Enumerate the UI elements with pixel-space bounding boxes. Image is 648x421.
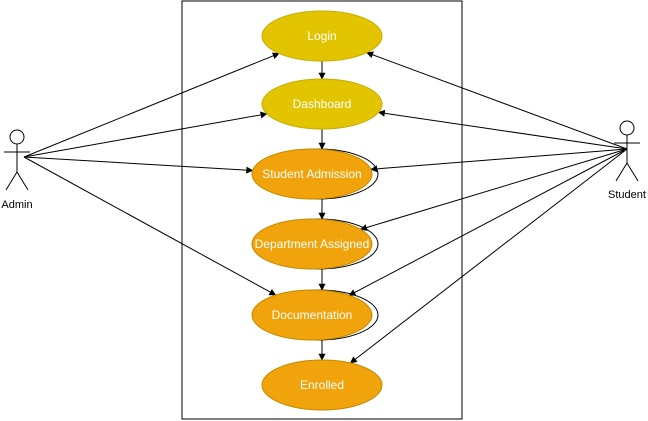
actor-student-head [619,120,635,136]
use-case-label: Login [307,29,336,43]
use-case-label: Dashboard [293,97,352,111]
association-admin-dashboard [23,111,268,158]
use-case-label: Department Assigned [255,237,370,251]
use-case-ellipse [261,359,383,411]
association-student-dashboard [377,109,628,150]
actor-admin[interactable]: Admin [1,129,33,211]
association-student-student-admission [370,148,628,173]
use-case-label: Enrolled [300,378,344,392]
association-student-documentation [348,148,628,296]
actor-admin-label: Admin [1,199,32,211]
use-case-login[interactable]: Login [261,10,383,62]
use-case-ellipse [251,218,373,270]
actor-admin-left-leg [5,171,18,191]
edges-layer [23,51,628,364]
association-admin-documentation [23,156,277,296]
actor-student[interactable]: Student [608,120,646,201]
use-case-department-assigned[interactable]: Department Assigned [251,218,379,270]
use-case-ellipse [251,289,373,341]
actor-student-left-leg [615,162,628,182]
use-case-label: Student Admission [262,167,361,181]
use-case-dashboard[interactable]: Dashboard [261,78,383,130]
use-case-documentation[interactable]: Documentation [251,289,379,341]
use-case-ellipse [261,78,383,130]
actor-student-label: Student [608,189,646,201]
use-case-enrolled[interactable]: Enrolled [261,359,383,411]
actor-student-right-leg [626,162,639,182]
use-case-ellipse [261,10,383,62]
association-student-department-assigned [359,148,628,231]
use-case-ellipse [251,148,373,200]
use-case-student-admission[interactable]: Student Admission [251,148,379,200]
use-case-label: Documentation [272,308,353,322]
association-admin-student-admission [23,156,254,174]
association-student-enrolled [349,148,628,364]
actor-admin-head [9,129,25,145]
association-student-login [366,51,628,150]
actor-admin-right-leg [16,171,29,191]
association-admin-login [23,52,280,158]
